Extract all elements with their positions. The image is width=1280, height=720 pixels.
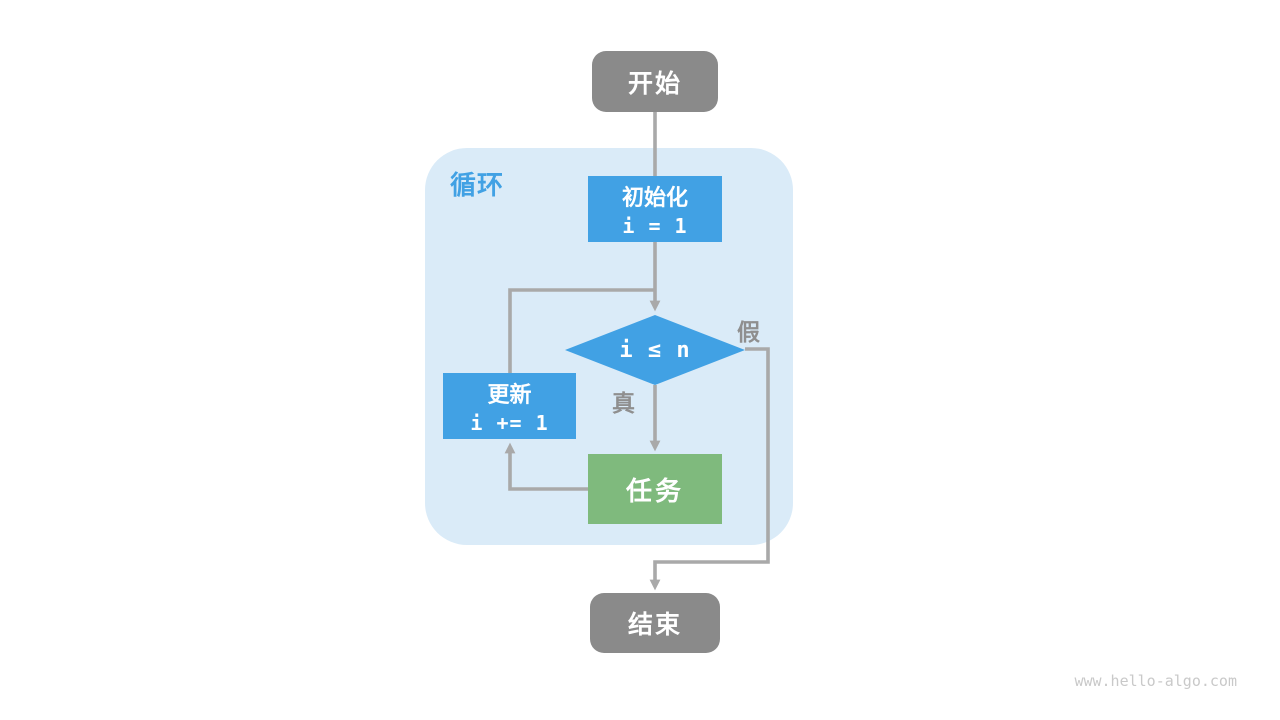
true-branch-label: 真 — [612, 390, 635, 416]
loop-group-label: 循环 — [450, 170, 505, 200]
init-node-code: i = 1 — [622, 214, 688, 238]
start-node: 开始 — [592, 51, 718, 112]
update-node-title: 更新 — [487, 382, 532, 407]
init-node-title: 初始化 — [621, 185, 688, 210]
update-node: 更新 i += 1 — [443, 373, 576, 439]
watermark-text: www.hello-algo.com — [1074, 672, 1237, 690]
init-node: 初始化 i = 1 — [588, 176, 722, 242]
edge-update-to-merge — [508, 288, 655, 373]
edge-condition-to-end — [649, 347, 770, 591]
end-node: 结束 — [590, 593, 720, 653]
false-branch-label: 假 — [737, 319, 760, 345]
update-node-code: i += 1 — [470, 411, 549, 435]
edge-task-to-update — [504, 442, 588, 491]
condition-node-code: i ≤ n — [619, 337, 691, 363]
task-node-label: 任务 — [625, 475, 684, 506]
start-node-label: 开始 — [627, 69, 682, 98]
end-node-label: 结束 — [627, 611, 682, 639]
task-node: 任务 — [588, 454, 722, 524]
